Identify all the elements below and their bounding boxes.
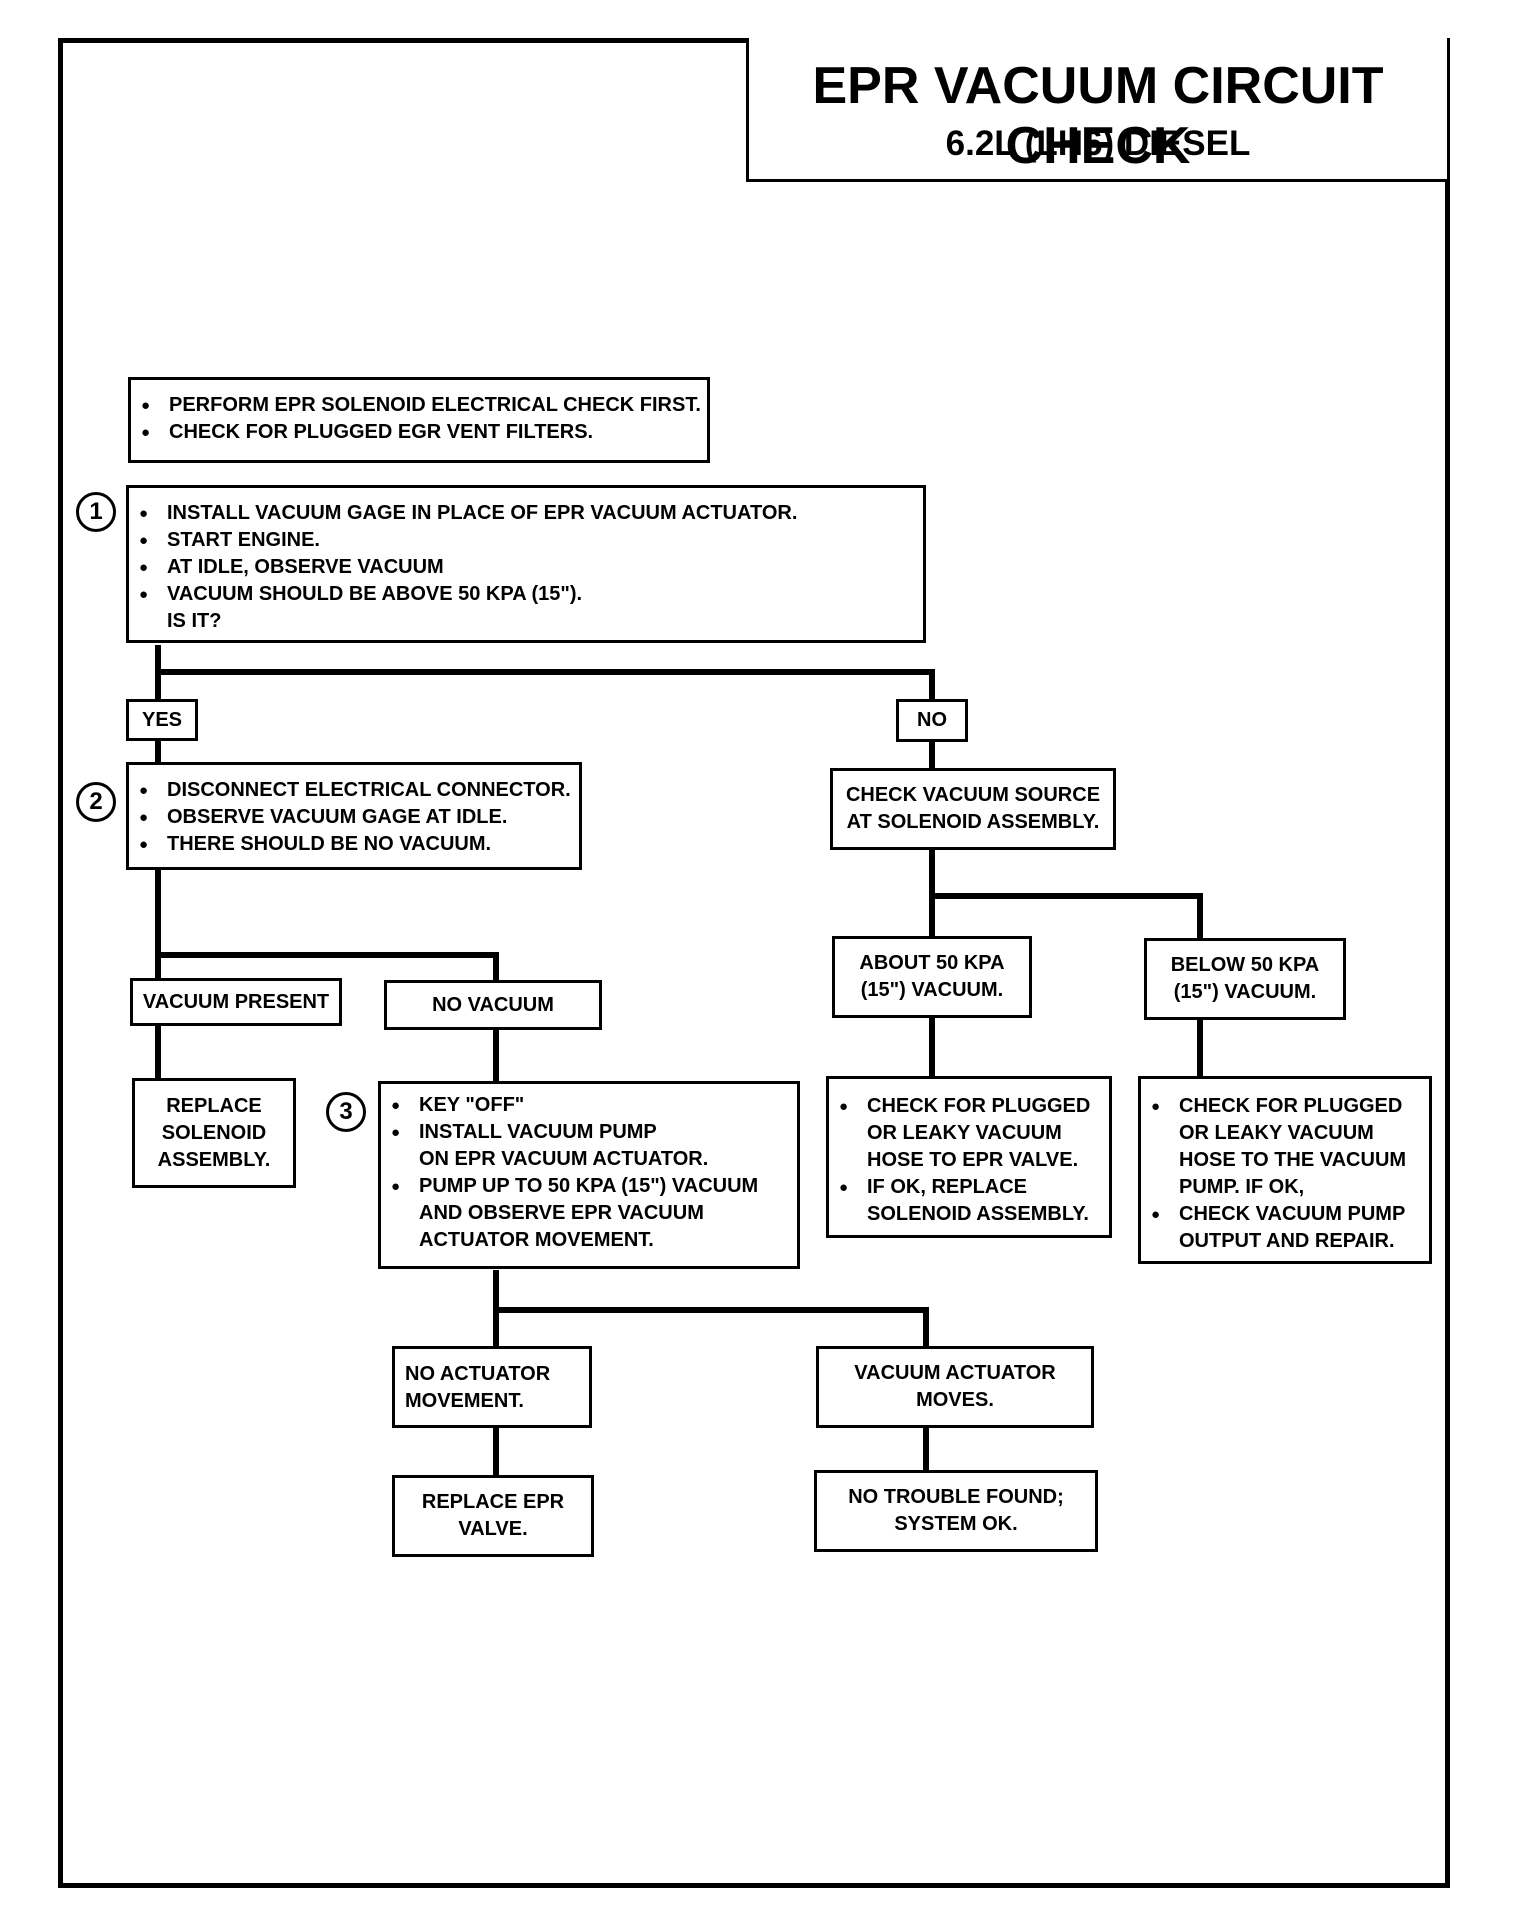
vacuum-present-label: VACUUM PRESENT	[130, 978, 342, 1026]
pre-check-box: PERFORM EPR SOLENOID ELECTRICAL CHECK FI…	[128, 377, 710, 463]
list-item: INSTALL VACUUM PUMP ON EPR VACUUM ACTUAT…	[381, 1119, 797, 1173]
page-subtitle: 6.2L (LH6) DIESEL	[945, 124, 1251, 163]
list-item: OBSERVE VACUUM GAGE AT IDLE.	[129, 804, 579, 831]
step-1-marker: 1	[76, 492, 116, 532]
yes-label: YES	[126, 699, 198, 741]
connector-step1-branch	[155, 645, 935, 700]
below-50-box: BELOW 50 KPA (15") VACUUM.	[1144, 938, 1346, 1020]
list-item: CHECK FOR PLUGGED OR LEAKY VACUUM HOSE T…	[1141, 1093, 1429, 1201]
connector-step2-branch	[155, 870, 499, 980]
replace-solenoid-box: REPLACE SOLENOID ASSEMBLY.	[132, 1078, 296, 1188]
about-50-box: ABOUT 50 KPA (15") VACUUM.	[832, 936, 1032, 1018]
step-1-box: INSTALL VACUUM GAGE IN PLACE OF EPR VACU…	[126, 485, 926, 643]
no-trouble-box: NO TROUBLE FOUND; SYSTEM OK.	[814, 1470, 1098, 1552]
step-3-marker: 3	[326, 1092, 366, 1132]
list-item: IF OK, REPLACE SOLENOID ASSEMBLY.	[829, 1174, 1109, 1228]
below-50-actions-box: CHECK FOR PLUGGED OR LEAKY VACUUM HOSE T…	[1138, 1076, 1432, 1264]
list-item: THERE SHOULD BE NO VACUUM.	[129, 831, 579, 858]
list-item: INSTALL VACUUM GAGE IN PLACE OF EPR VACU…	[129, 500, 923, 527]
connector-source-branch	[929, 850, 1203, 938]
list-item: CHECK FOR PLUGGED EGR VENT FILTERS.	[131, 419, 707, 446]
step-3-box: KEY "OFF" INSTALL VACUUM PUMP ON EPR VAC…	[378, 1081, 800, 1269]
step-1-question: IS IT?	[167, 610, 222, 632]
about-50-actions-box: CHECK FOR PLUGGED OR LEAKY VACUUM HOSE T…	[826, 1076, 1112, 1238]
replace-epr-box: REPLACE EPR VALVE.	[392, 1475, 594, 1557]
list-item: VACUUM SHOULD BE ABOVE 50 KPA (15").	[129, 581, 923, 608]
no-vacuum-label: NO VACUUM	[384, 980, 602, 1030]
list-item: PERFORM EPR SOLENOID ELECTRICAL CHECK FI…	[131, 392, 707, 419]
list-item: CHECK FOR PLUGGED OR LEAKY VACUUM HOSE T…	[829, 1093, 1109, 1174]
no-actuator-box: NO ACTUATOR MOVEMENT.	[392, 1346, 592, 1428]
list-item: PUMP UP TO 50 KPA (15") VACUUM AND OBSER…	[381, 1173, 797, 1254]
list-item: START ENGINE.	[129, 527, 923, 554]
page-title: EPR VACUUM CIRCUIT CHECK	[812, 57, 1384, 175]
list-item: KEY "OFF"	[381, 1092, 797, 1119]
step-2-marker: 2	[76, 782, 116, 822]
actuator-moves-box: VACUUM ACTUATOR MOVES.	[816, 1346, 1094, 1428]
list-item: DISCONNECT ELECTRICAL CONNECTOR.	[129, 777, 579, 804]
check-source-box: CHECK VACUUM SOURCE AT SOLENOID ASSEMBLY…	[830, 768, 1116, 850]
step-2-box: DISCONNECT ELECTRICAL CONNECTOR. OBSERVE…	[126, 762, 582, 870]
no-label: NO	[896, 699, 968, 742]
list-item: CHECK VACUUM PUMP OUTPUT AND REPAIR.	[1141, 1201, 1429, 1255]
title-block: EPR VACUUM CIRCUIT CHECK 6.2L (LH6) DIES…	[746, 38, 1450, 182]
list-item: AT IDLE, OBSERVE VACUUM	[129, 554, 923, 581]
connector-step3-branch	[493, 1270, 929, 1348]
